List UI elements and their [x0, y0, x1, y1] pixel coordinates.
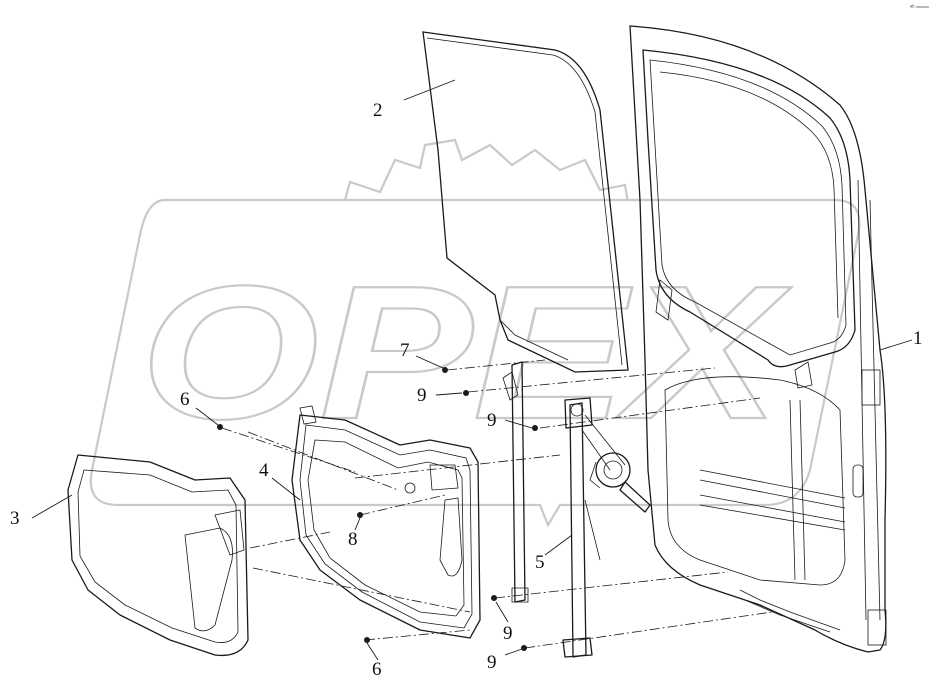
door-hinge-lower [867, 609, 887, 646]
fasteners [217, 367, 538, 651]
screw-6a [217, 424, 223, 430]
inner-panel-cutout-slot [439, 497, 463, 577]
trim-panel-armrest [214, 509, 245, 556]
regulator-bottom-bracket [562, 637, 593, 658]
callout-7: 7 [400, 340, 410, 361]
callouts: 1 2 3 4 5 6 6 7 8 9 9 9 9 [10, 100, 923, 680]
door-vertical-bar [789, 399, 806, 581]
door-rail-lower [699, 494, 846, 531]
callout-8: 8 [348, 529, 358, 550]
callout-2: 2 [373, 100, 383, 121]
regulator-rail-front-bracket [502, 371, 529, 603]
part-window-regulator [502, 361, 651, 658]
part-trim-panel [67, 454, 249, 657]
regulator-motor [589, 452, 651, 513]
door-outer-outline [629, 25, 887, 653]
glass-panel [422, 31, 629, 373]
callout-3: 3 [10, 508, 20, 529]
inner-panel-rim [299, 424, 473, 629]
inner-panel-outline [291, 414, 481, 639]
bolt-9d [521, 645, 527, 651]
watermark: OPEX [89, 138, 861, 528]
bolt-9c [491, 595, 497, 601]
trim-panel-inner [77, 469, 239, 643]
callout-1: 1 [913, 328, 923, 349]
door-hinge-upper [861, 369, 881, 406]
bolt-9b [532, 425, 538, 431]
trim-panel-handle-recess [184, 527, 233, 632]
door-lock-area [655, 279, 813, 389]
bolt-9a [463, 390, 469, 396]
regulator-cable [581, 414, 626, 561]
door-handle-slot [852, 464, 864, 498]
door-window-inner2 [659, 71, 839, 319]
callout-9-a: 9 [417, 385, 427, 406]
callout-9-b: 9 [487, 410, 497, 431]
inner-panel-hole [404, 482, 416, 494]
door-rail-upper [699, 469, 846, 509]
leader-lines [31, 79, 913, 661]
callout-9-d: 9 [487, 652, 497, 673]
callout-5: 5 [535, 552, 545, 573]
inner-panel-bracket [299, 405, 317, 425]
callout-6-upper: 6 [180, 389, 190, 410]
part-glass [422, 31, 629, 373]
door-lower-detail [739, 589, 841, 633]
clip-8 [357, 512, 363, 518]
regulator-pulley-top [570, 403, 584, 417]
regulator-top-bracket [564, 397, 593, 429]
watermark-badge [89, 198, 861, 528]
watermark-text: OPEX [140, 247, 792, 459]
corner-mark: ᵃᵇ ═══ [910, 4, 930, 11]
screw-6b [364, 637, 370, 643]
door-window-inner [649, 59, 847, 356]
callout-4: 4 [259, 460, 269, 481]
glass-lower-edge [499, 319, 569, 361]
trim-panel-outline [67, 454, 249, 657]
part-door-frame [629, 25, 887, 653]
assembly-lines [221, 359, 773, 649]
inner-panel-cutout-upper [429, 464, 459, 491]
door-window-frame [642, 49, 856, 368]
bolt-7 [442, 367, 448, 373]
callout-6-lower: 6 [372, 659, 382, 680]
glass-inner-edge [426, 37, 623, 366]
door-edge [857, 179, 881, 621]
callout-9-c: 9 [503, 623, 513, 644]
door-panel-inner [664, 376, 846, 586]
